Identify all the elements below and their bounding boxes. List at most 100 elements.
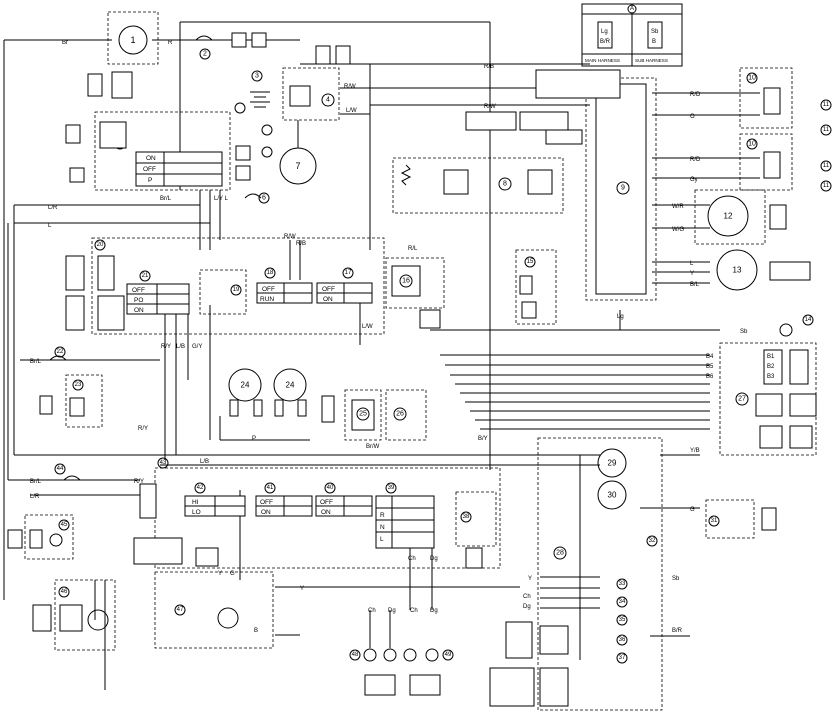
wire-label-br: Br (62, 40, 68, 46)
junction-pin-b2: B2 (767, 364, 775, 370)
wire-label-ch-3: Ch (368, 608, 376, 614)
wire-label-lw: L/W (346, 108, 357, 114)
wire-label-ry: R/Y (138, 426, 148, 432)
component-26-switch: 26 (385, 389, 427, 441)
component-11b-label: 11 (823, 127, 830, 133)
component-44-label: 44 (57, 466, 64, 472)
wire-label-ry-2: R/Y (134, 479, 144, 485)
turn-row-l: L (380, 536, 384, 543)
component-8-relay-unit: 8 (392, 111, 583, 214)
wire-label-l: L (48, 223, 52, 229)
component-23-switch: 23 (39, 374, 103, 428)
wire-label-lr-2: L/R (30, 494, 40, 500)
pass-row-on: ON (261, 509, 271, 516)
component-3-label: 3 (255, 73, 259, 80)
legend-sub-pin-2: B (652, 39, 656, 45)
component-44-fuse: 44 (54, 463, 81, 481)
component-47-unit: 47 (154, 571, 274, 649)
component-27-junction: 27 B1 B2 B3 B4 B5 B6 (706, 342, 817, 456)
wire-label-l-2: L (690, 261, 694, 267)
wire-label-g: G (690, 507, 695, 513)
light-switch-row-po: PO (134, 297, 143, 304)
dimmer-row-hi: HI (192, 499, 199, 506)
wire-label-ch-2: Ch (408, 556, 416, 562)
legend-marker: A (630, 6, 634, 12)
component-14-sensor: 14 (779, 314, 814, 337)
main-switch-row-p: P (148, 177, 152, 184)
component-21-label: 21 (142, 273, 149, 279)
component-3-battery: 3 (234, 70, 273, 181)
main-switch-row-off: OFF (143, 166, 156, 173)
dimmer-row-lo: LO (192, 509, 201, 516)
component-9-meter: 9 (535, 69, 657, 301)
wire-label-rd-2: R/D (690, 157, 701, 163)
component-17-label: 17 (345, 270, 352, 276)
component-41-label: 41 (267, 485, 274, 491)
wire-label-g-2: G (230, 571, 235, 577)
component-32-label: 32 (649, 538, 656, 544)
component-38-label: 38 (463, 514, 470, 520)
wire-label-gy: Gy (690, 177, 698, 183)
component-23-label: 23 (75, 382, 82, 388)
wire-label-rw-2: R/W (484, 104, 496, 110)
light-switch-row-off: OFF (132, 287, 145, 294)
wire-label-y-4: Y (300, 586, 304, 592)
wire-label-bl: B/L (690, 282, 700, 288)
start-switch-row-off: OFF (262, 286, 275, 293)
legend-main-pin-1: Lg (601, 29, 608, 35)
component-8-label: 8 (503, 181, 507, 188)
wire-label-lyl: L/Y L (214, 196, 229, 202)
component-49-label: 49 (445, 652, 452, 658)
wire-label-brl-2: Br/L (30, 359, 42, 365)
component-27-label: 27 (738, 396, 746, 403)
wire-label-rb: R/B (484, 64, 494, 70)
wire-label-ch-4: Ch (410, 608, 418, 614)
wire-label-brw: Br/W (366, 444, 380, 450)
wire-label-r: R (168, 40, 173, 46)
junction-pin-b1: B1 (767, 354, 775, 360)
component-39-label: 39 (388, 485, 395, 491)
legend-sub-harness: SUB HARNESS (635, 58, 668, 63)
handlebar-switch-right: 20 21 OFF PO ON 19 18 OFF RUN 17 OFF (65, 237, 385, 335)
wire-label-rd: R/D (690, 92, 701, 98)
component-45-label: 45 (61, 522, 68, 528)
component-12-label: 12 (724, 212, 733, 221)
bus-b4: B4 (706, 354, 714, 360)
wire-label-wr: W/R (672, 204, 684, 210)
wire-label-sb: Sb (740, 329, 748, 335)
wire-label-ch: Ch (523, 594, 531, 600)
component-24a-label: 24 (241, 381, 250, 390)
component-45-horn: 45 (7, 514, 74, 560)
component-31-label: 31 (711, 518, 718, 524)
turn-row-n: N (380, 524, 385, 531)
wire-label-y-3: Y (218, 571, 222, 577)
component-15-label: 15 (527, 259, 534, 265)
component-5-main-switch: 5 ON OFF P (65, 111, 231, 191)
component-24-pair: 24 24 (219, 368, 335, 441)
component-13-gauge: 13 (716, 249, 811, 291)
wire-network (3, 21, 760, 690)
component-37-label: 37 (619, 655, 626, 661)
wire-label-lr: L/R (48, 205, 58, 211)
wire-label-rw: R/W (344, 84, 356, 90)
component-46-headlight: 46 (32, 579, 116, 651)
horn-switch-row-on: ON (323, 296, 333, 303)
wire-label-lg: Lg (617, 314, 624, 320)
component-10a-label: 10 (748, 75, 756, 82)
wire-label-b: B (254, 628, 258, 634)
light-switch-row-on: ON (134, 307, 144, 314)
component-25-unit: 25 (344, 389, 382, 441)
wire-label-dg-2: Dg (430, 556, 438, 562)
component-10-lamp-top: 10 11 11 (739, 67, 832, 136)
pass-row-off: OFF (260, 499, 273, 506)
component-43-label: 43 (160, 460, 167, 466)
wire-label-lw-2: L/W (362, 324, 373, 330)
component-6-label: 6 (262, 195, 266, 202)
component-48-lamps: 48 (349, 610, 397, 696)
wire-label-br-r: B/R (672, 628, 683, 634)
component-4-label: 4 (326, 97, 330, 104)
harness-legend: A Lg B/R Sb B MAIN HARNESS SUB HARNESS (581, 3, 683, 67)
component-28-label: 28 (556, 550, 564, 557)
component-48-label: 48 (352, 652, 359, 658)
